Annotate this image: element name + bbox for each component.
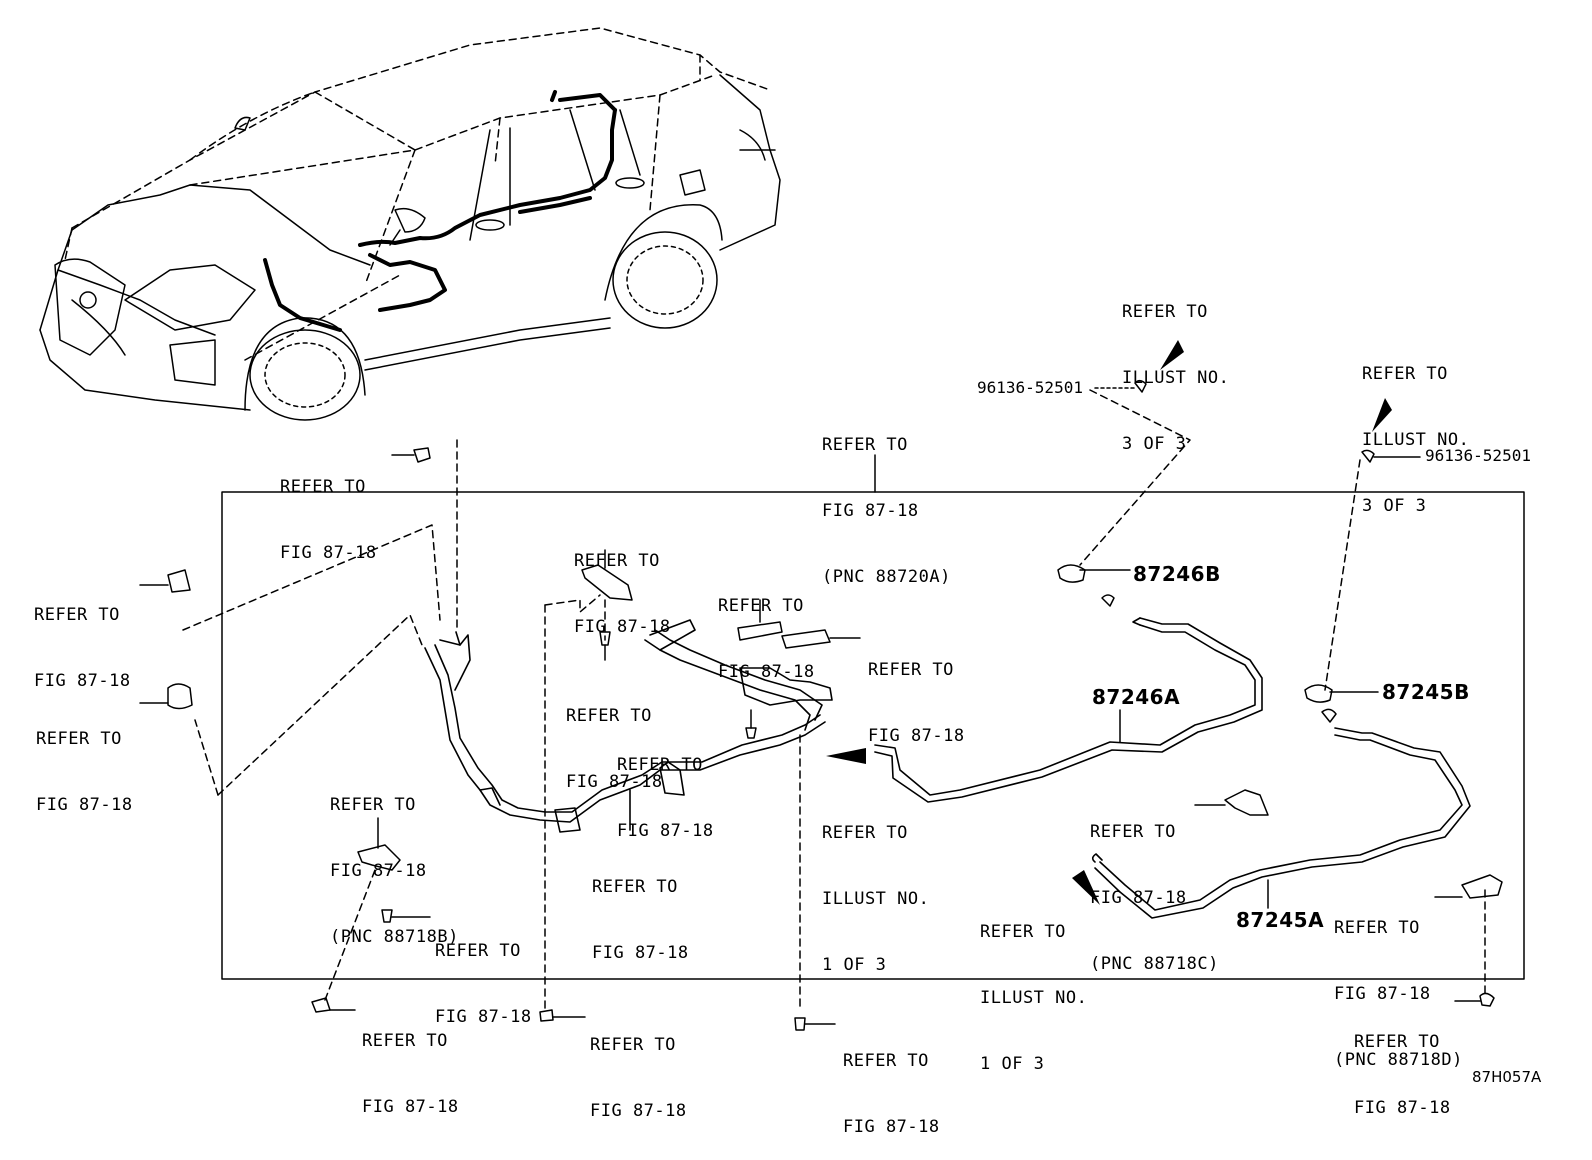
ref-clamp-top1: REFER TO FIG 87-18 [718, 551, 815, 705]
ref-illust-bottom: REFER TO ILLUST NO. 1 OF 3 [980, 877, 1087, 1097]
figure-code: 87H057A [1472, 1068, 1542, 1086]
ref-line: FIG 87-18 [868, 726, 965, 746]
ref-line: FIG 87-18 [574, 617, 671, 637]
part-number-87245b: 87245B [1382, 680, 1470, 704]
ref-line: FIG 87-18 [566, 772, 663, 792]
ref-line: FIG 87-18 [330, 861, 427, 881]
ref-line: REFER TO [1362, 364, 1448, 384]
ref-line: FIG 87-18 [1090, 888, 1187, 908]
ref-left-clip1: REFER TO FIG 87-18 [34, 560, 131, 714]
ref-line: REFER TO [574, 551, 660, 571]
ref-bottom-1: REFER TO FIG 87-18 [362, 986, 459, 1140]
ref-bolt-mid: REFER TO FIG 87-18 [566, 661, 663, 815]
part-number-87245a: 87245A [1236, 908, 1325, 932]
ref-line: REFER TO [280, 477, 366, 497]
vehicle-illustration [39, 27, 781, 421]
ref-line: REFER TO [566, 706, 652, 726]
ref-illust-top-right: REFER TO ILLUST NO. 3 OF 3 [1362, 319, 1469, 539]
ref-bottom-3: REFER TO FIG 87-18 [843, 1006, 940, 1160]
ref-line: 3 OF 3 [1362, 496, 1427, 516]
ref-bracket-top: REFER TO FIG 87-18 [574, 506, 671, 660]
ref-left-clip2: REFER TO FIG 87-18 [36, 684, 133, 838]
ref-clip-hose-mid: REFER TO FIG 87-18 [592, 832, 689, 986]
part-number-96136-mid: 96136-52501 [977, 378, 1083, 397]
ref-line: REFER TO [617, 755, 703, 775]
ref-line: REFER TO [980, 922, 1066, 942]
ref-line: REFER TO [362, 1031, 448, 1051]
ref-line: FIG 87-18 [362, 1097, 459, 1117]
part-number-87246a: 87246A [1092, 685, 1181, 709]
ref-line: 1 OF 3 [822, 955, 887, 975]
ref-line: FIG 87-18 [822, 501, 919, 521]
ref-bottom-4: REFER TO FIG 87-18 [1354, 987, 1451, 1141]
ref-line: (PNC 88718D) [1334, 1050, 1463, 1070]
part-number-87246b: 87246B [1133, 562, 1221, 586]
ref-line: FIG 87-18 [590, 1101, 687, 1121]
ref-line: FIG 87-18 [36, 795, 133, 815]
ref-illust-mid: REFER TO ILLUST NO. 1 OF 3 [822, 778, 929, 998]
ref-line: REFER TO [34, 605, 120, 625]
ref-line: FIG 87-18 [1334, 984, 1431, 1004]
ref-bracket-88718c: REFER TO FIG 87-18 (PNC 88718C) [1090, 777, 1219, 997]
ref-line: (PNC 88720A) [822, 567, 951, 587]
ref-line: ILLUST NO. [980, 988, 1088, 1008]
ref-line: REFER TO [1354, 1032, 1440, 1052]
ref-line: 3 OF 3 [1122, 434, 1187, 454]
ref-line: 1 OF 3 [980, 1054, 1045, 1074]
parts-diagram [39, 27, 1525, 1031]
ref-illust-top-mid: REFER TO ILLUST NO. 3 OF 3 [1122, 257, 1229, 477]
ref-line: REFER TO [718, 596, 804, 616]
detail-frame [221, 491, 1525, 980]
ref-line: REFER TO [435, 941, 521, 961]
ref-line: FIG 87-18 [280, 543, 377, 563]
ref-car-fig-left: REFER TO FIG 87-18 [280, 432, 377, 586]
ref-line: REFER TO [1334, 918, 1420, 938]
ref-line: FIG 87-18 [718, 662, 815, 682]
ref-bracket-88718b: REFER TO FIG 87-18 (PNC 88718B) [330, 750, 459, 970]
ref-line: (PNC 88718C) [1090, 954, 1219, 974]
ref-line: REFER TO [868, 660, 954, 680]
ref-line: REFER TO [843, 1051, 929, 1071]
ref-line: REFER TO [1122, 302, 1208, 322]
ref-bottom-2: REFER TO FIG 87-18 [590, 990, 687, 1144]
ref-line: ILLUST NO. [822, 889, 930, 909]
ref-line: REFER TO [330, 795, 416, 815]
ref-clamp-top2: REFER TO FIG 87-18 [868, 615, 965, 769]
ref-top-center-pnc: REFER TO FIG 87-18 (PNC 88720A) [822, 390, 951, 610]
ref-line: ILLUST NO. [1362, 430, 1470, 450]
ref-line: REFER TO [592, 877, 678, 897]
ref-line: REFER TO [1090, 822, 1176, 842]
ref-line: ILLUST NO. [1122, 368, 1230, 388]
ref-line: REFER TO [36, 729, 122, 749]
ref-line: FIG 87-18 [1354, 1098, 1451, 1118]
ref-line: FIG 87-18 [34, 671, 131, 691]
ref-line: REFER TO [822, 823, 908, 843]
ref-line: REFER TO [822, 435, 908, 455]
ref-line: FIG 87-18 [843, 1117, 940, 1137]
ref-line: FIG 87-18 [435, 1007, 532, 1027]
ref-line: REFER TO [590, 1035, 676, 1055]
ref-bolt-88718b: REFER TO FIG 87-18 [435, 896, 532, 1050]
part-number-96136-right: 96136-52501 [1425, 446, 1531, 465]
ref-line: (PNC 88718B) [330, 927, 459, 947]
ref-bolt-center: REFER TO FIG 87-18 [617, 710, 714, 864]
ref-bracket-88718d: REFER TO FIG 87-18 (PNC 88718D) [1334, 873, 1463, 1093]
ref-line: FIG 87-18 [617, 821, 714, 841]
ref-line: FIG 87-18 [592, 943, 689, 963]
